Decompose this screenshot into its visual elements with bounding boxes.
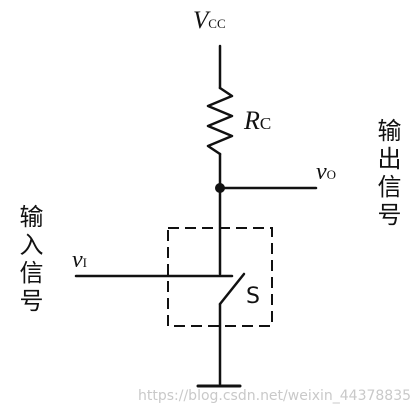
vo-label: vO (316, 160, 336, 184)
vcc-label: VCC (193, 8, 226, 33)
vi-label-main: v (72, 247, 83, 273)
rc-label-main: R (244, 106, 260, 135)
switch-dashed-box (167, 227, 273, 327)
output-node-dot (215, 183, 225, 193)
watermark-text: https://blog.csdn.net/weixin_44378835 (138, 388, 412, 404)
rc-label: RC (244, 108, 271, 134)
switch-blade (218, 272, 246, 306)
resistor-rc (206, 86, 234, 156)
vo-label-main: v (316, 159, 327, 185)
input-signal-label: 输入信号 (15, 204, 43, 316)
vo-label-sub: O (326, 167, 337, 182)
vi-label: vI (72, 248, 87, 272)
vcc-label-main: V (193, 7, 209, 34)
output-signal-label: 输出信号 (373, 118, 401, 230)
switch-label: S (246, 284, 260, 309)
vi-label-sub: I (82, 255, 87, 270)
vcc-label-sub: CC (208, 16, 226, 31)
rc-label-sub: C (259, 114, 272, 133)
